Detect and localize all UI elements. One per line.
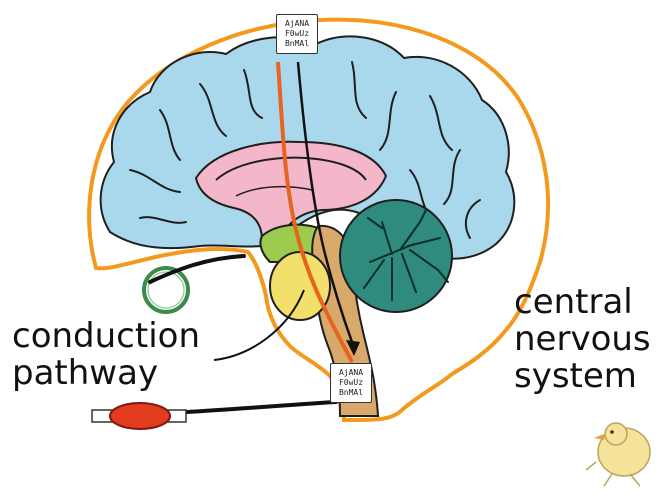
muscle-icon (91, 402, 187, 430)
cns-label-line-3: system (514, 356, 637, 396)
cns-label-line-2: nervous (514, 319, 651, 359)
cns-label-line-1: central (514, 282, 633, 322)
note-scroll-bottom: AjANA F0wUz BnMAl (330, 363, 372, 403)
note-scroll-top: AjANA F0wUz BnMAl (276, 14, 318, 54)
limbic-region (194, 140, 388, 241)
conduction-pathway-black (296, 61, 354, 343)
pathway-arrowhead (346, 340, 360, 356)
efferent-pathway-orange (276, 61, 354, 363)
afferent-fiber (148, 254, 246, 284)
scroll-bottom-line-1: AjANA (338, 368, 364, 377)
cerebellum (339, 199, 453, 313)
fornix (235, 185, 313, 197)
scroll-top-line-3: BnMAl (284, 39, 310, 48)
conduction-label-line-2: pathway (12, 353, 159, 393)
central-nervous-system-label: central nervous system (514, 284, 670, 395)
thalamus (269, 251, 331, 321)
conduction-label-line-1: conduction (12, 316, 200, 356)
label-pointer-line (213, 289, 305, 361)
chick-mascot-icon (585, 422, 651, 487)
scroll-bottom-line-2: F0wUz (338, 378, 364, 387)
scroll-bottom-line-3: BnMAl (338, 388, 364, 397)
scroll-top-line-2: F0wUz (284, 29, 310, 38)
conduction-pathway-label: conduction pathway (12, 318, 242, 392)
cerebellum-arbor (363, 209, 449, 301)
corpus-callosum-inner (215, 156, 367, 181)
scroll-top-line-1: AjANA (284, 19, 310, 28)
cns-outline (87, 17, 551, 422)
